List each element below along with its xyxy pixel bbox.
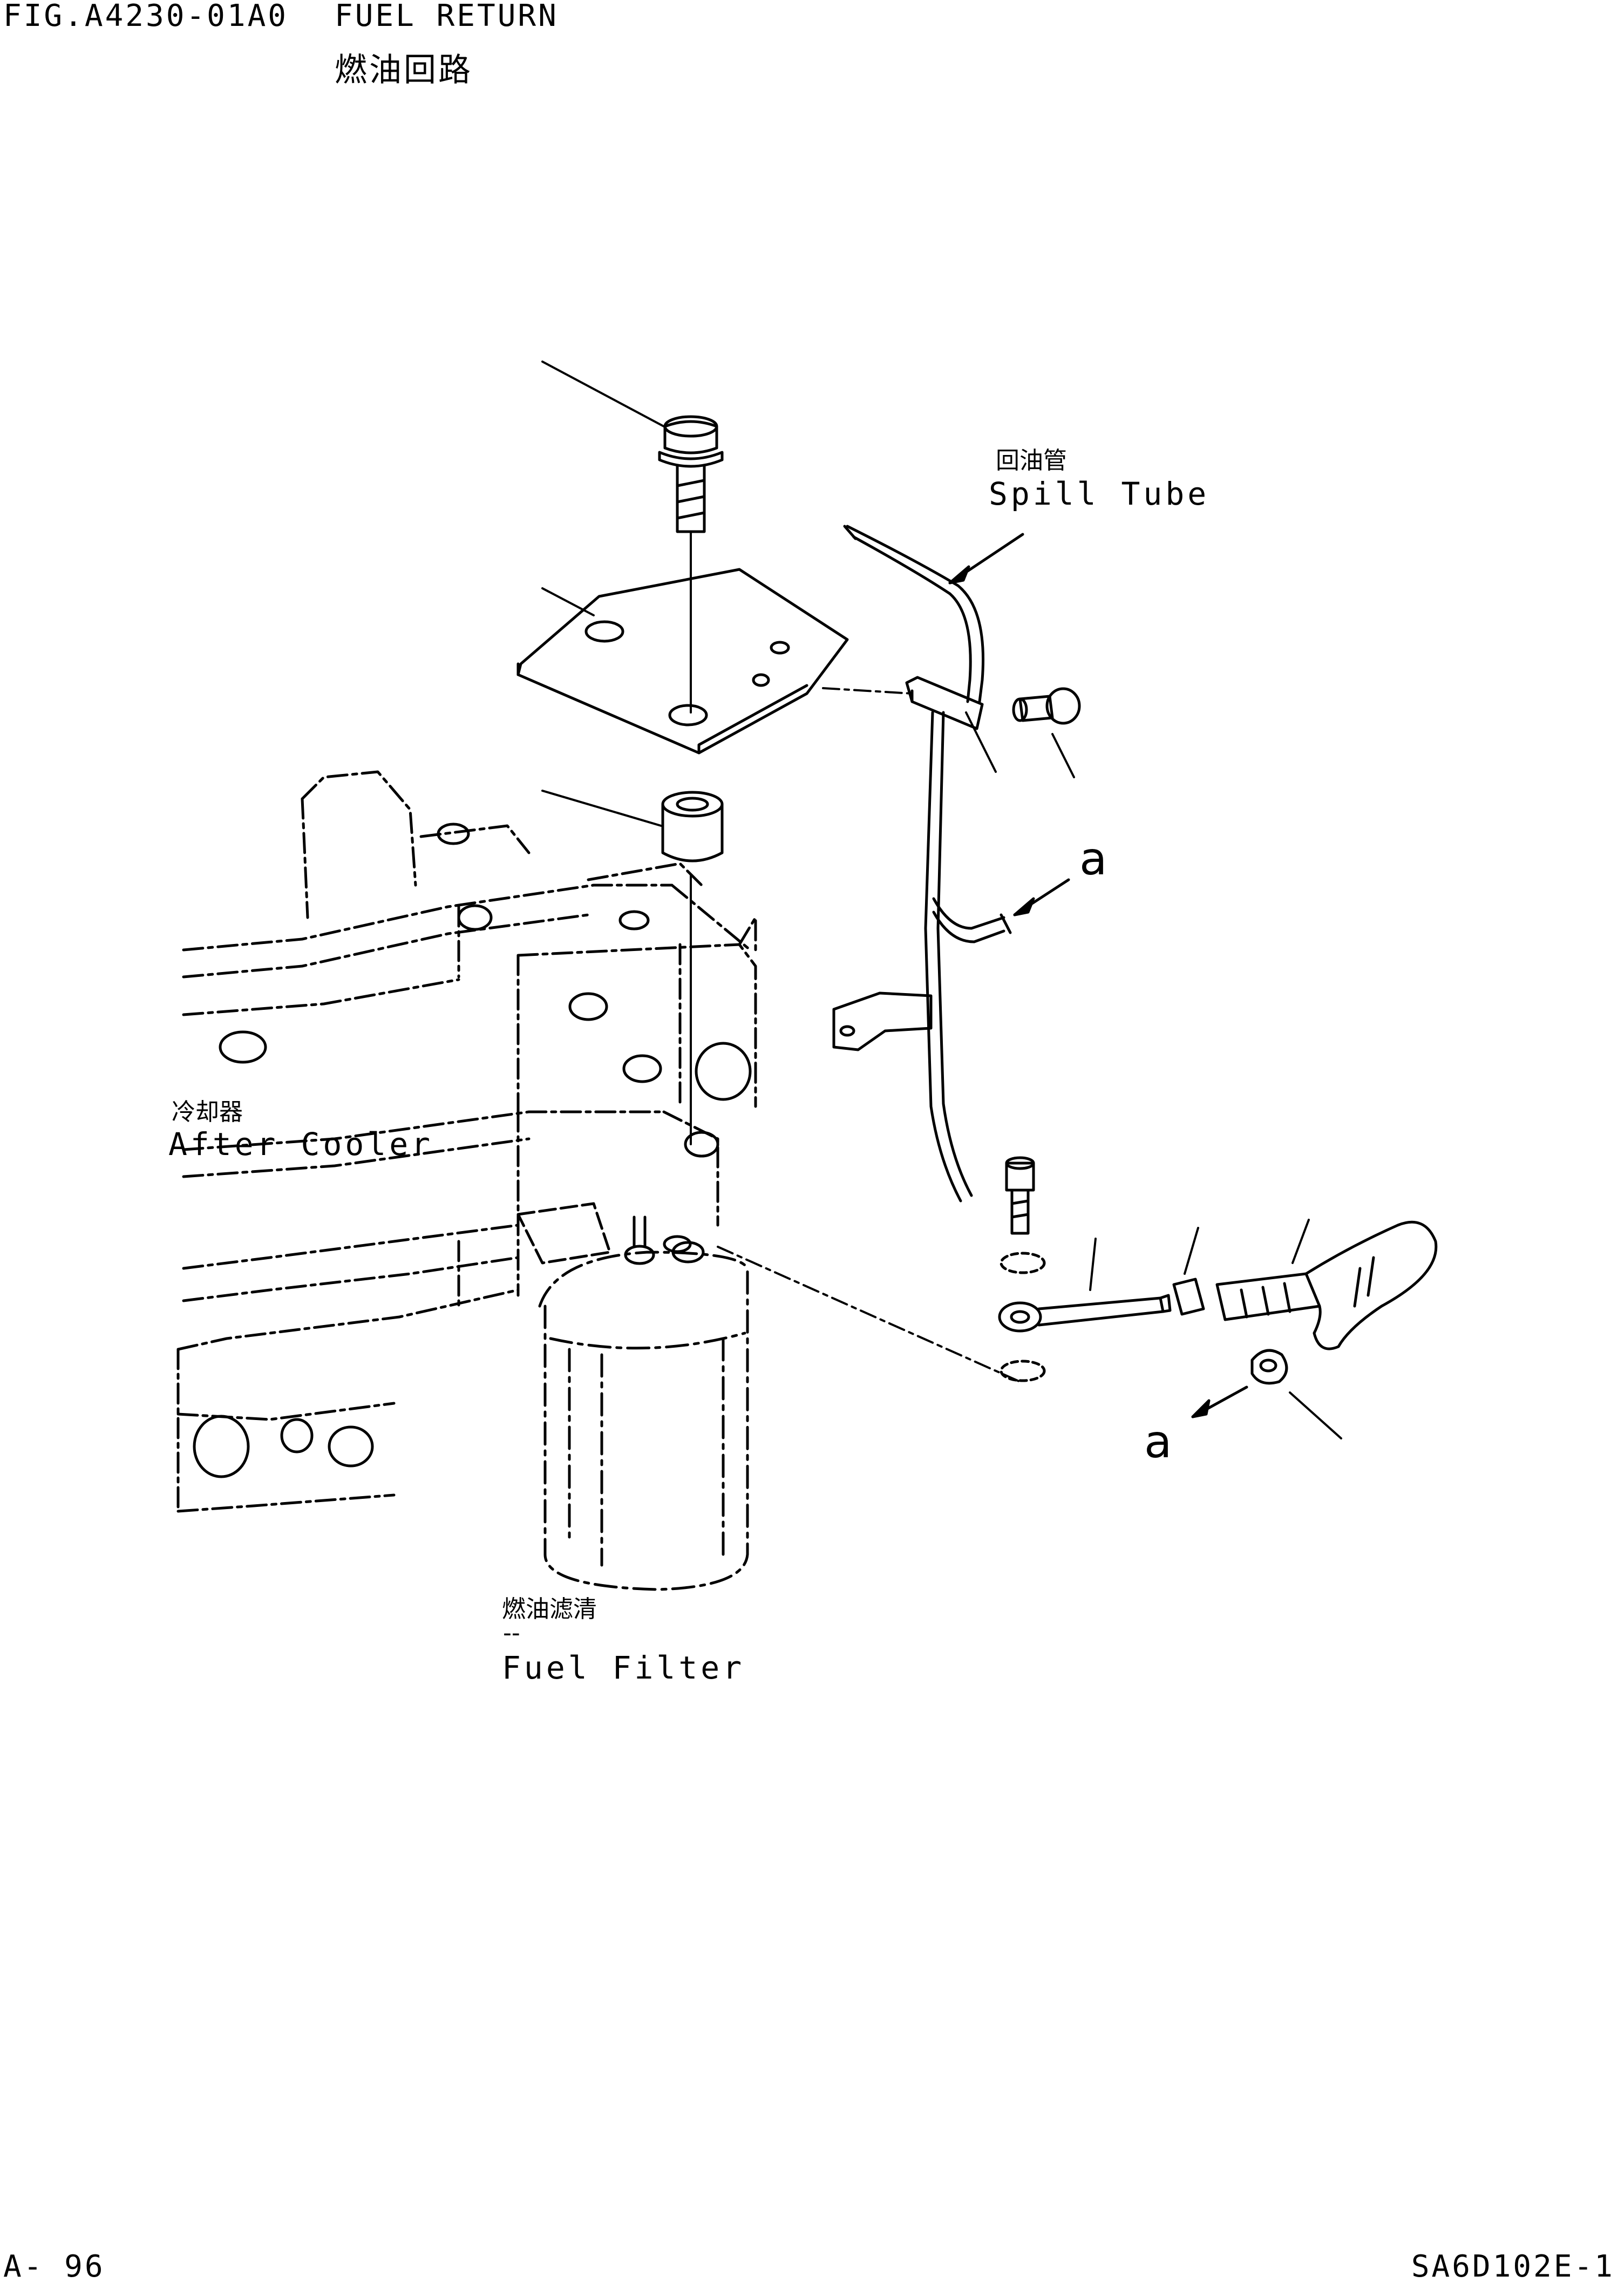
spacer-collar <box>661 791 724 862</box>
leader-lines <box>541 361 1342 1439</box>
filter-head <box>516 1202 692 1265</box>
reference-mark-lower: a <box>1144 1415 1172 1468</box>
spill-tube-label-en: Spill Tube <box>989 475 1209 512</box>
reference-arrows <box>948 533 1248 1418</box>
reference-mark-upper: a <box>1079 832 1107 885</box>
after-cooler-housing <box>176 770 757 1513</box>
fuel-filter-canister <box>538 1251 749 1591</box>
fuel-filter-label-en: Fuel Filter <box>502 1649 745 1686</box>
hose-clip <box>1250 1349 1288 1385</box>
hose-assembly <box>1172 1220 1438 1350</box>
figure-title-english: FUEL RETURN <box>335 0 559 33</box>
assembly-axis-lines <box>690 531 1021 1383</box>
spill-tube <box>832 525 1012 1203</box>
eye-fitting <box>998 1294 1172 1333</box>
figure-code: FIG.A4230-01A0 <box>3 0 289 33</box>
document-code: SA6D102E-1 <box>1411 2249 1615 2284</box>
figure-title-chinese: 燃油回路 <box>335 51 473 89</box>
fuel-filter-label-dash: -- <box>503 1619 520 1647</box>
fuel-filter-label-cn: 燃油滤清 <box>502 1595 597 1623</box>
after-cooler-bosses <box>193 823 752 1478</box>
spill-tube-label-cn: 回油管 <box>996 447 1067 474</box>
after-cooler-label-en: After Cooler <box>168 1126 433 1163</box>
clamp-bolt <box>1012 687 1081 725</box>
banjo-bolt <box>1000 1156 1046 1382</box>
bolt-top <box>658 415 724 533</box>
page-number: A- 96 <box>3 2249 105 2284</box>
after-cooler-label-cn: 冷却器 <box>172 1098 243 1126</box>
bracket-plate <box>516 568 849 755</box>
